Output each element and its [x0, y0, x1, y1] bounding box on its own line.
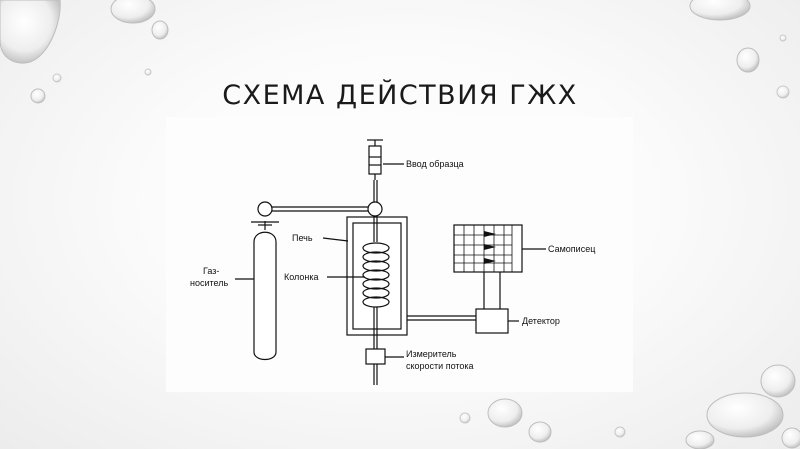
drop-top-left: [0, 0, 61, 64]
recorder-chart-grid: [454, 225, 513, 272]
page-title: СХЕМА ДЕЙСТВИЯ ГЖХ: [222, 80, 578, 111]
label-recorder: Самописец: [548, 244, 595, 254]
drop: [779, 34, 787, 42]
drop: [706, 392, 784, 438]
syringe-icon: [367, 139, 383, 202]
label-carrier-gas-2: носитель: [190, 278, 228, 288]
label-detector: Детектор: [522, 316, 560, 326]
gc-scheme-figure: Ввод образца Печь Колонка Газ- носитель …: [166, 117, 633, 392]
pressure-gauge: [257, 201, 273, 217]
label-carrier-gas-1: Газ-: [203, 266, 219, 276]
label-flow-meter-1: Измеритель: [406, 349, 457, 359]
drop: [459, 412, 471, 424]
label-oven: Печь: [292, 233, 313, 243]
detector-box: [475, 308, 509, 334]
drop: [487, 398, 523, 428]
drop: [110, 0, 156, 24]
flow-meter-box: [365, 348, 386, 365]
gc-scheme-diagram: Ввод образца Печь Колонка Газ- носитель …: [190, 139, 595, 385]
drop: [776, 85, 790, 99]
drop: [30, 88, 46, 104]
drop: [736, 47, 760, 73]
drop: [151, 20, 169, 40]
label-sample-input: Ввод образца: [406, 159, 464, 169]
drop: [144, 68, 152, 76]
drop: [614, 426, 626, 438]
drop: [685, 430, 715, 449]
column-coil: [362, 242, 390, 308]
label-flow-meter-2: скорости потока: [406, 361, 474, 371]
injection-port: [367, 201, 383, 217]
label-column: Колонка: [284, 272, 319, 282]
drop: [689, 0, 751, 21]
drop: [781, 427, 800, 449]
drop: [52, 73, 62, 83]
gas-cylinder: [251, 201, 279, 361]
recorder-peaks: [484, 231, 496, 264]
drop: [528, 421, 552, 443]
drop: [760, 364, 796, 398]
